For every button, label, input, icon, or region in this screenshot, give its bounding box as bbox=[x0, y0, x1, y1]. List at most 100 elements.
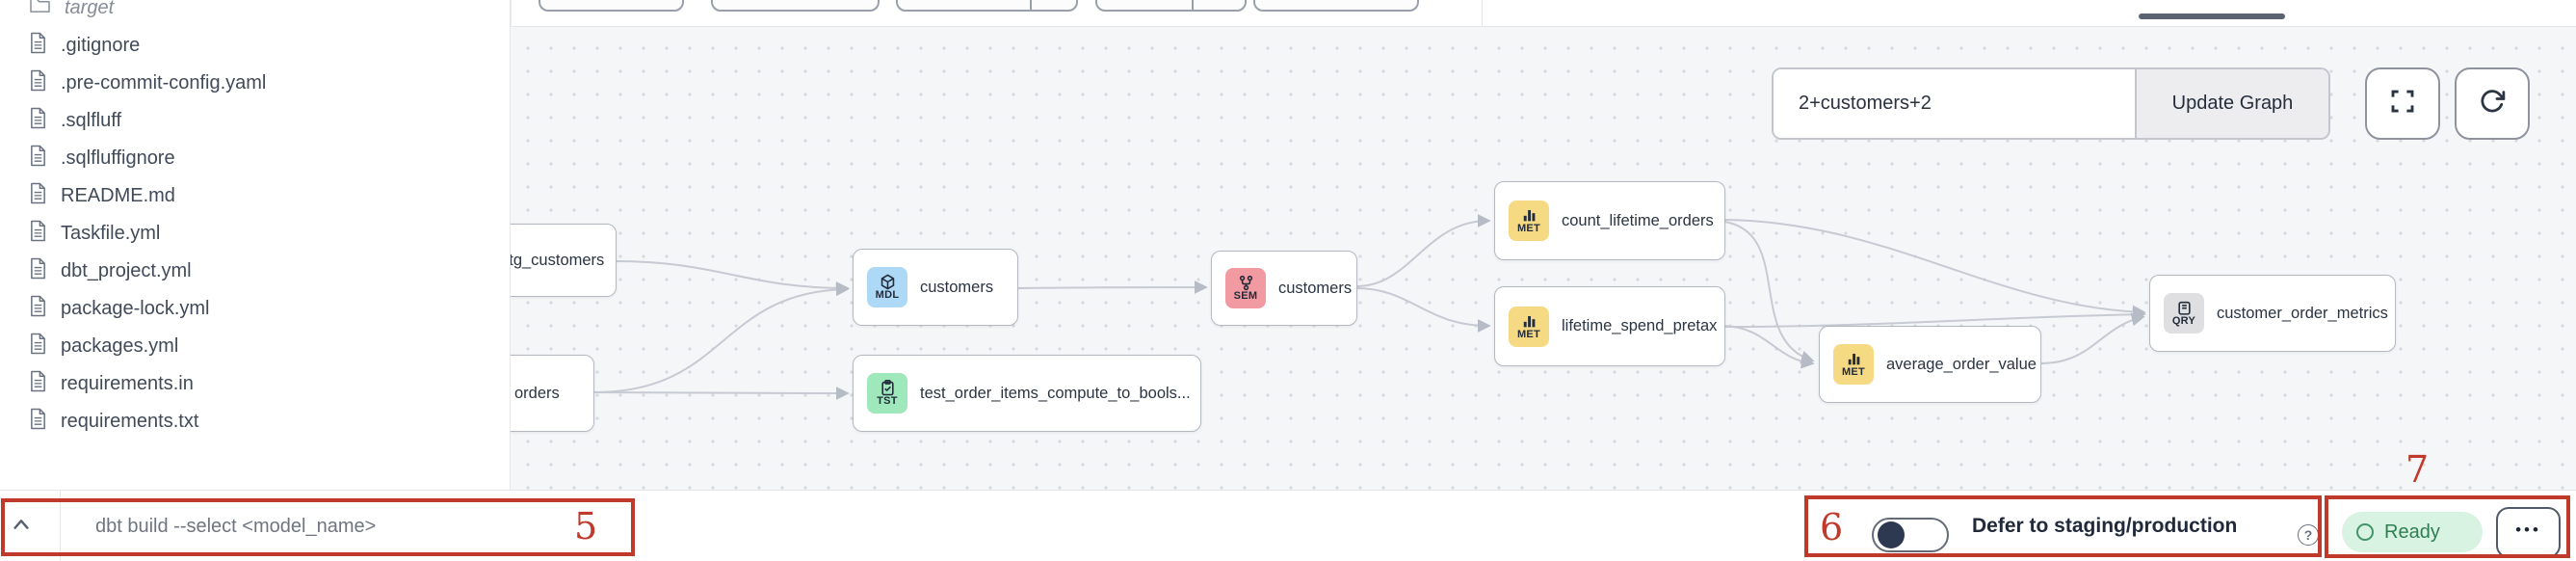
dbt-command-input[interactable] bbox=[93, 504, 537, 548]
sidebar-item-target[interactable]: target bbox=[0, 0, 510, 27]
sidebar-item-packages-yml[interactable]: packages.yml bbox=[0, 328, 510, 365]
node-label: customers bbox=[920, 278, 994, 296]
node-label: customer_order_metrics bbox=[2217, 304, 2388, 322]
sidebar-item--sqlfluff[interactable]: .sqlfluff bbox=[0, 102, 510, 140]
filter-pill-2[interactable] bbox=[711, 0, 880, 12]
edge-customers_model-to-customers_semantic bbox=[1017, 280, 1208, 295]
edge-orders-to-customers_model bbox=[593, 282, 850, 393]
edge-count_lifetime_orders-to-average_order_value bbox=[1723, 221, 1815, 364]
chevron-up-icon bbox=[11, 517, 32, 537]
file-name: .sqlfluffignore bbox=[61, 147, 175, 169]
clipboard-check-icon: TST bbox=[867, 373, 907, 414]
file-name: requirements.in bbox=[61, 373, 194, 394]
edge-average_order_value-to-customer_order_metrics bbox=[2039, 312, 2145, 364]
file-name: packages.yml bbox=[61, 335, 179, 357]
sidebar-item-package-lock-yml[interactable]: package-lock.yml bbox=[0, 290, 510, 328]
node-label: count_lifetime_orders bbox=[1562, 211, 1714, 229]
edge-lifetime_spend_pretax-to-average_order_value bbox=[1723, 325, 1815, 369]
edge-orders-to-test_order_items bbox=[593, 386, 850, 400]
lineage-node-customers_semantic[interactable]: SEM customers bbox=[1211, 251, 1357, 326]
lineage-node-customer_order_metrics[interactable]: QRY customer_order_metrics bbox=[2149, 275, 2396, 352]
status-ring-icon bbox=[2356, 523, 2374, 541]
file-icon bbox=[29, 408, 47, 436]
file-icon bbox=[29, 32, 47, 60]
more-options-button[interactable]: ••• bbox=[2496, 507, 2561, 558]
graph-selector-group: Update Graph bbox=[1772, 67, 2330, 140]
file-name: requirements.txt bbox=[61, 411, 199, 432]
node-type-label: MET bbox=[1841, 366, 1866, 378]
fork-icon: SEM bbox=[1225, 268, 1266, 308]
node-type-label: QRY bbox=[2171, 315, 2196, 327]
defer-label: Defer to staging/production bbox=[1972, 515, 2238, 537]
file-name: README.md bbox=[61, 185, 175, 206]
node-type-label: TST bbox=[877, 395, 898, 407]
refresh-button[interactable] bbox=[2455, 67, 2530, 140]
status-label: Ready bbox=[2384, 521, 2440, 543]
sidebar-item--gitignore[interactable]: .gitignore bbox=[0, 27, 510, 65]
edge-count_lifetime_orders-to-customer_order_metrics bbox=[1723, 219, 2146, 319]
node-type-label: MDL bbox=[875, 289, 900, 301]
filter-pill-3[interactable] bbox=[896, 0, 1078, 12]
file-name: .pre-commit-config.yaml bbox=[61, 72, 267, 94]
lineage-node-average_order_value[interactable]: MET average_order_value bbox=[1819, 326, 2041, 403]
file-name: dbt_project.yml bbox=[61, 260, 192, 281]
node-label: test_order_items_compute_to_bools... bbox=[920, 384, 1191, 402]
file-name: target bbox=[65, 0, 115, 18]
filter-pill-5[interactable] bbox=[1253, 0, 1419, 12]
toolbar-divider bbox=[1482, 0, 1483, 27]
sidebar-item-readme-md[interactable]: README.md bbox=[0, 177, 510, 215]
bar-chart-icon: MET bbox=[1833, 344, 1874, 385]
sidebar-item--pre-commit-config-yaml[interactable]: .pre-commit-config.yaml bbox=[0, 65, 510, 102]
sidebar-item-requirements-in[interactable]: requirements.in bbox=[0, 365, 510, 403]
lineage-node-count_lifetime_orders[interactable]: MET count_lifetime_orders bbox=[1494, 181, 1725, 260]
defer-toggle[interactable] bbox=[1872, 518, 1949, 552]
sidebar-item-taskfile-yml[interactable]: Taskfile.yml bbox=[0, 215, 510, 253]
edge-stg_customers-to-customers_model bbox=[616, 260, 850, 295]
node-type-label: SEM bbox=[1233, 290, 1258, 302]
active-tab-indicator bbox=[2139, 13, 2285, 19]
command-bar: Defer to staging/production ? Ready ••• bbox=[0, 490, 2576, 561]
status-badge: Ready bbox=[2342, 512, 2483, 552]
filter-pill-4[interactable] bbox=[1095, 0, 1247, 12]
filter-pill-1[interactable] bbox=[539, 0, 684, 12]
edge-lifetime_spend_pretax-to-customer_order_metrics bbox=[1723, 307, 2146, 328]
file-icon bbox=[29, 145, 47, 173]
node-type-label: MET bbox=[1516, 328, 1541, 340]
bar-chart-icon: MET bbox=[1509, 200, 1549, 241]
file-icon bbox=[29, 295, 47, 323]
lineage-node-lifetime_spend_pretax[interactable]: MET lifetime_spend_pretax bbox=[1494, 286, 1725, 366]
command-bar-divider bbox=[60, 491, 61, 561]
help-icon[interactable]: ? bbox=[2298, 524, 2319, 546]
file-icon bbox=[29, 107, 47, 135]
file-name: package-lock.yml bbox=[61, 298, 210, 319]
node-label: lifetime_spend_pretax bbox=[1562, 317, 1718, 334]
fullscreen-icon bbox=[2388, 87, 2417, 120]
sidebar-item-dbt-project-yml[interactable]: dbt_project.yml bbox=[0, 253, 510, 290]
cube-icon: MDL bbox=[867, 267, 907, 307]
fullscreen-button[interactable] bbox=[2365, 67, 2440, 140]
lineage-edges bbox=[593, 214, 2146, 400]
node-label: customers bbox=[1278, 279, 1353, 297]
pill-divider bbox=[1030, 0, 1032, 10]
folder-icon bbox=[29, 0, 51, 20]
lineage-top-toolbar bbox=[511, 0, 2576, 27]
lineage-node-customers_model[interactable]: MDL customers bbox=[853, 249, 1018, 326]
file-icon bbox=[29, 69, 47, 97]
file-name: .sqlfluff bbox=[61, 110, 121, 131]
file-icon bbox=[29, 370, 47, 398]
file-icon bbox=[29, 257, 47, 285]
update-graph-button[interactable]: Update Graph bbox=[2135, 69, 2328, 138]
node-type-label: MET bbox=[1516, 223, 1541, 234]
graph-selector-input[interactable] bbox=[1774, 69, 2135, 138]
collapse-panel-button[interactable] bbox=[8, 516, 35, 537]
pill-divider bbox=[1192, 0, 1194, 10]
file-icon bbox=[29, 220, 47, 248]
sidebar-item-requirements-txt[interactable]: requirements.txt bbox=[0, 403, 510, 441]
file-name: Taskfile.yml bbox=[61, 223, 161, 244]
lineage-node-test_order_items[interactable]: TST test_order_items_compute_to_bools... bbox=[853, 355, 1201, 432]
file-icon bbox=[29, 182, 47, 210]
sidebar-item--sqlfluffignore[interactable]: .sqlfluffignore bbox=[0, 140, 510, 177]
node-label: average_order_value bbox=[1886, 355, 2037, 373]
